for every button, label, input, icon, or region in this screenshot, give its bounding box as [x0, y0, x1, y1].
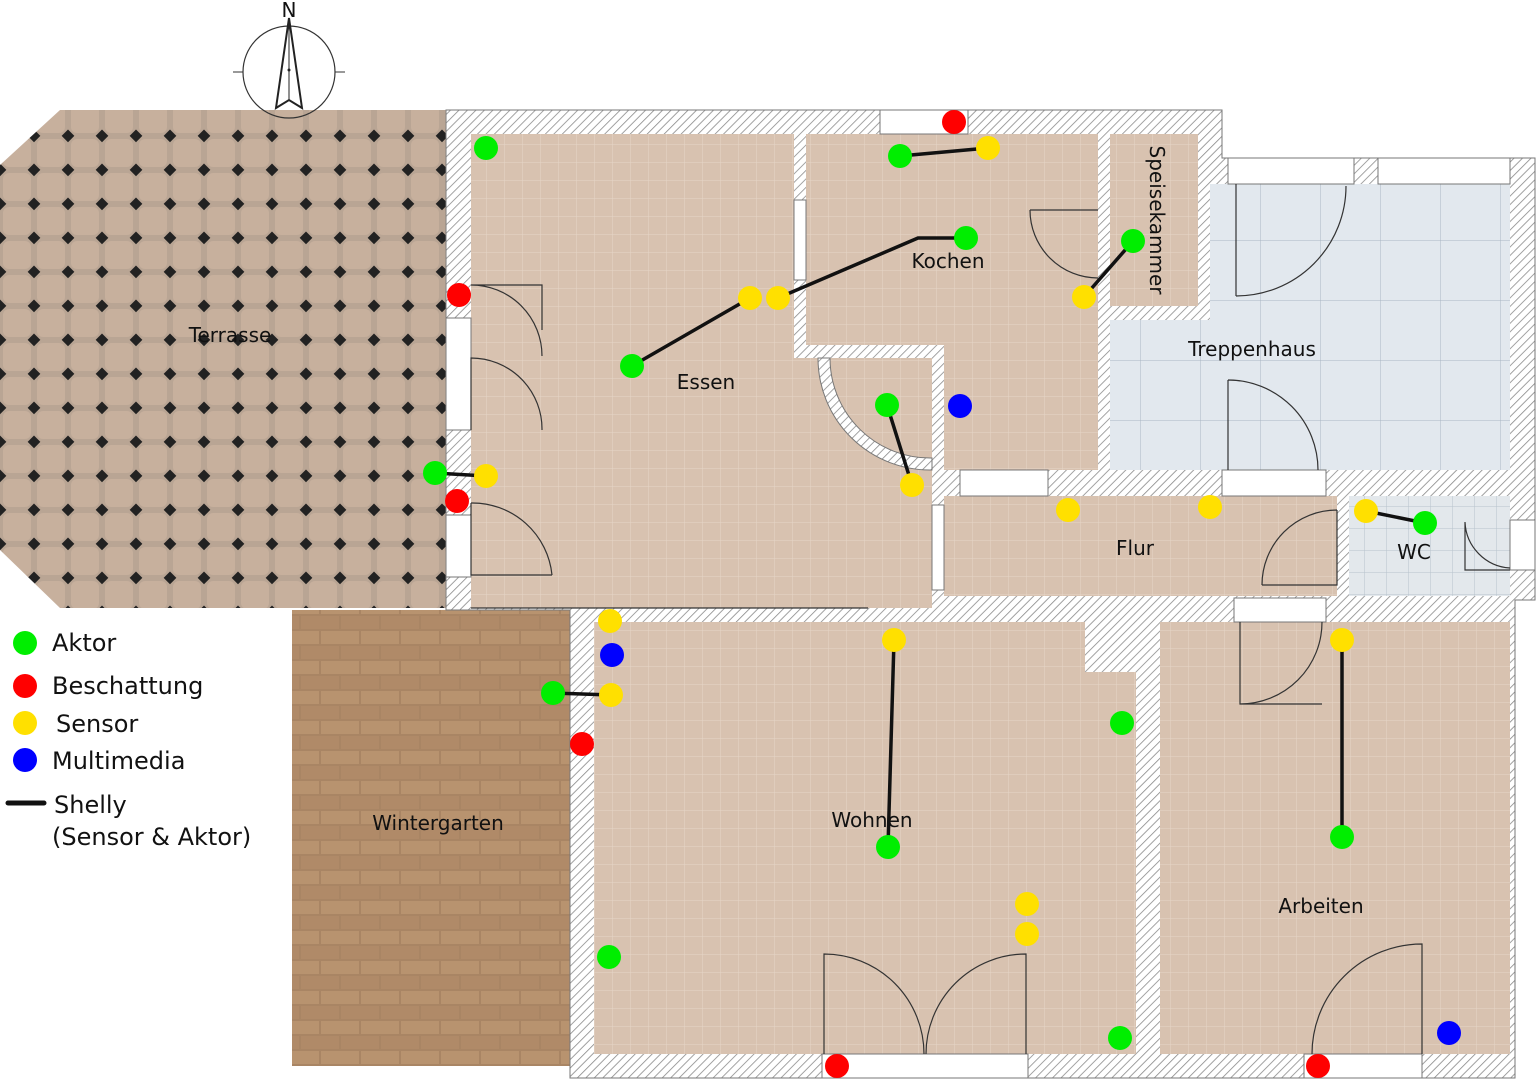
aktor-marker: [954, 226, 978, 250]
aktor-marker: [620, 354, 644, 378]
kochen-floor: [806, 134, 1098, 470]
multimedia-marker: [1437, 1021, 1461, 1045]
wintergarten-floor: [292, 610, 570, 1066]
room-label-terrasse: Terrasse: [188, 323, 272, 347]
beschattung-marker: [942, 110, 966, 134]
sensor-marker: [1072, 285, 1096, 309]
aktor-marker: [876, 835, 900, 859]
aktor-marker: [1330, 825, 1354, 849]
legend-aktor-swatch: [13, 631, 37, 655]
sensor-marker: [1056, 498, 1080, 522]
sensor-marker: [976, 136, 1000, 160]
aktor-marker: [1413, 511, 1437, 535]
room-label-wohnen: Wohnen: [831, 808, 912, 832]
room-label-essen: Essen: [677, 370, 735, 394]
room-label-arbeiten: Arbeiten: [1278, 894, 1363, 918]
sensor-marker: [599, 683, 623, 707]
legend: Aktor Beschattung Sensor Multimedia Shel…: [5, 629, 251, 851]
legend-shelly-label: Shelly: [54, 791, 127, 819]
beschattung-marker: [445, 489, 469, 513]
room-label-flur: Flur: [1116, 536, 1155, 560]
sensor-marker: [1015, 892, 1039, 916]
aktor-marker: [423, 461, 447, 485]
beschattung-marker: [570, 732, 594, 756]
room-label-treppenhaus: Treppenhaus: [1187, 337, 1316, 361]
beschattung-marker: [1306, 1054, 1330, 1078]
room-labels: Terrasse Essen Kochen Speisekammer Trepp…: [188, 146, 1431, 918]
aktor-marker: [541, 681, 565, 705]
speisekammer-floor: [1110, 134, 1198, 306]
sensor-marker: [1354, 499, 1378, 523]
sensor-marker: [1330, 628, 1354, 652]
wohnen-floor: [594, 622, 1136, 1054]
aktor-marker: [597, 945, 621, 969]
legend-sensor-label: Sensor: [56, 710, 138, 738]
sensor-marker: [1015, 922, 1039, 946]
legend-beschattung-label: Beschattung: [52, 672, 203, 700]
room-label-wc: WC: [1397, 540, 1431, 564]
room-label-kochen: Kochen: [911, 249, 984, 273]
windows: [445, 109, 1536, 1079]
curved-wall: [817, 357, 933, 471]
multimedia-marker: [948, 394, 972, 418]
aktor-marker: [888, 144, 912, 168]
room-label-speisekammer: Speisekammer: [1145, 146, 1169, 296]
aktor-marker: [875, 393, 899, 417]
aktor-marker: [474, 136, 498, 160]
legend-aktor-label: Aktor: [52, 629, 116, 657]
beschattung-marker: [825, 1054, 849, 1078]
legend-beschattung-swatch: [13, 674, 37, 698]
aktor-marker: [1121, 229, 1145, 253]
aktor-marker: [1108, 1026, 1132, 1050]
sensor-marker: [882, 628, 906, 652]
sensor-marker: [738, 286, 762, 310]
legend-multimedia-label: Multimedia: [52, 747, 185, 775]
flur-floor: [944, 496, 1337, 596]
device-markers: [423, 110, 1461, 1078]
sensor-marker: [766, 286, 790, 310]
multimedia-marker: [600, 643, 624, 667]
sensor-marker: [1198, 495, 1222, 519]
terrasse-floor: [0, 110, 446, 608]
sensor-marker: [598, 609, 622, 633]
sensor-marker: [474, 464, 498, 488]
legend-sensor-swatch: [13, 711, 37, 735]
treppenhaus-floor: [1110, 184, 1510, 470]
room-label-wintergarten: Wintergarten: [372, 811, 504, 835]
compass-north-label: N: [282, 0, 297, 22]
compass: N: [233, 0, 345, 119]
door-swings: [470, 184, 1511, 1055]
legend-shelly-sublabel: (Sensor & Aktor): [52, 823, 251, 851]
beschattung-marker: [447, 283, 471, 307]
legend-multimedia-swatch: [13, 748, 37, 772]
aktor-marker: [1110, 711, 1134, 735]
sensor-marker: [900, 473, 924, 497]
